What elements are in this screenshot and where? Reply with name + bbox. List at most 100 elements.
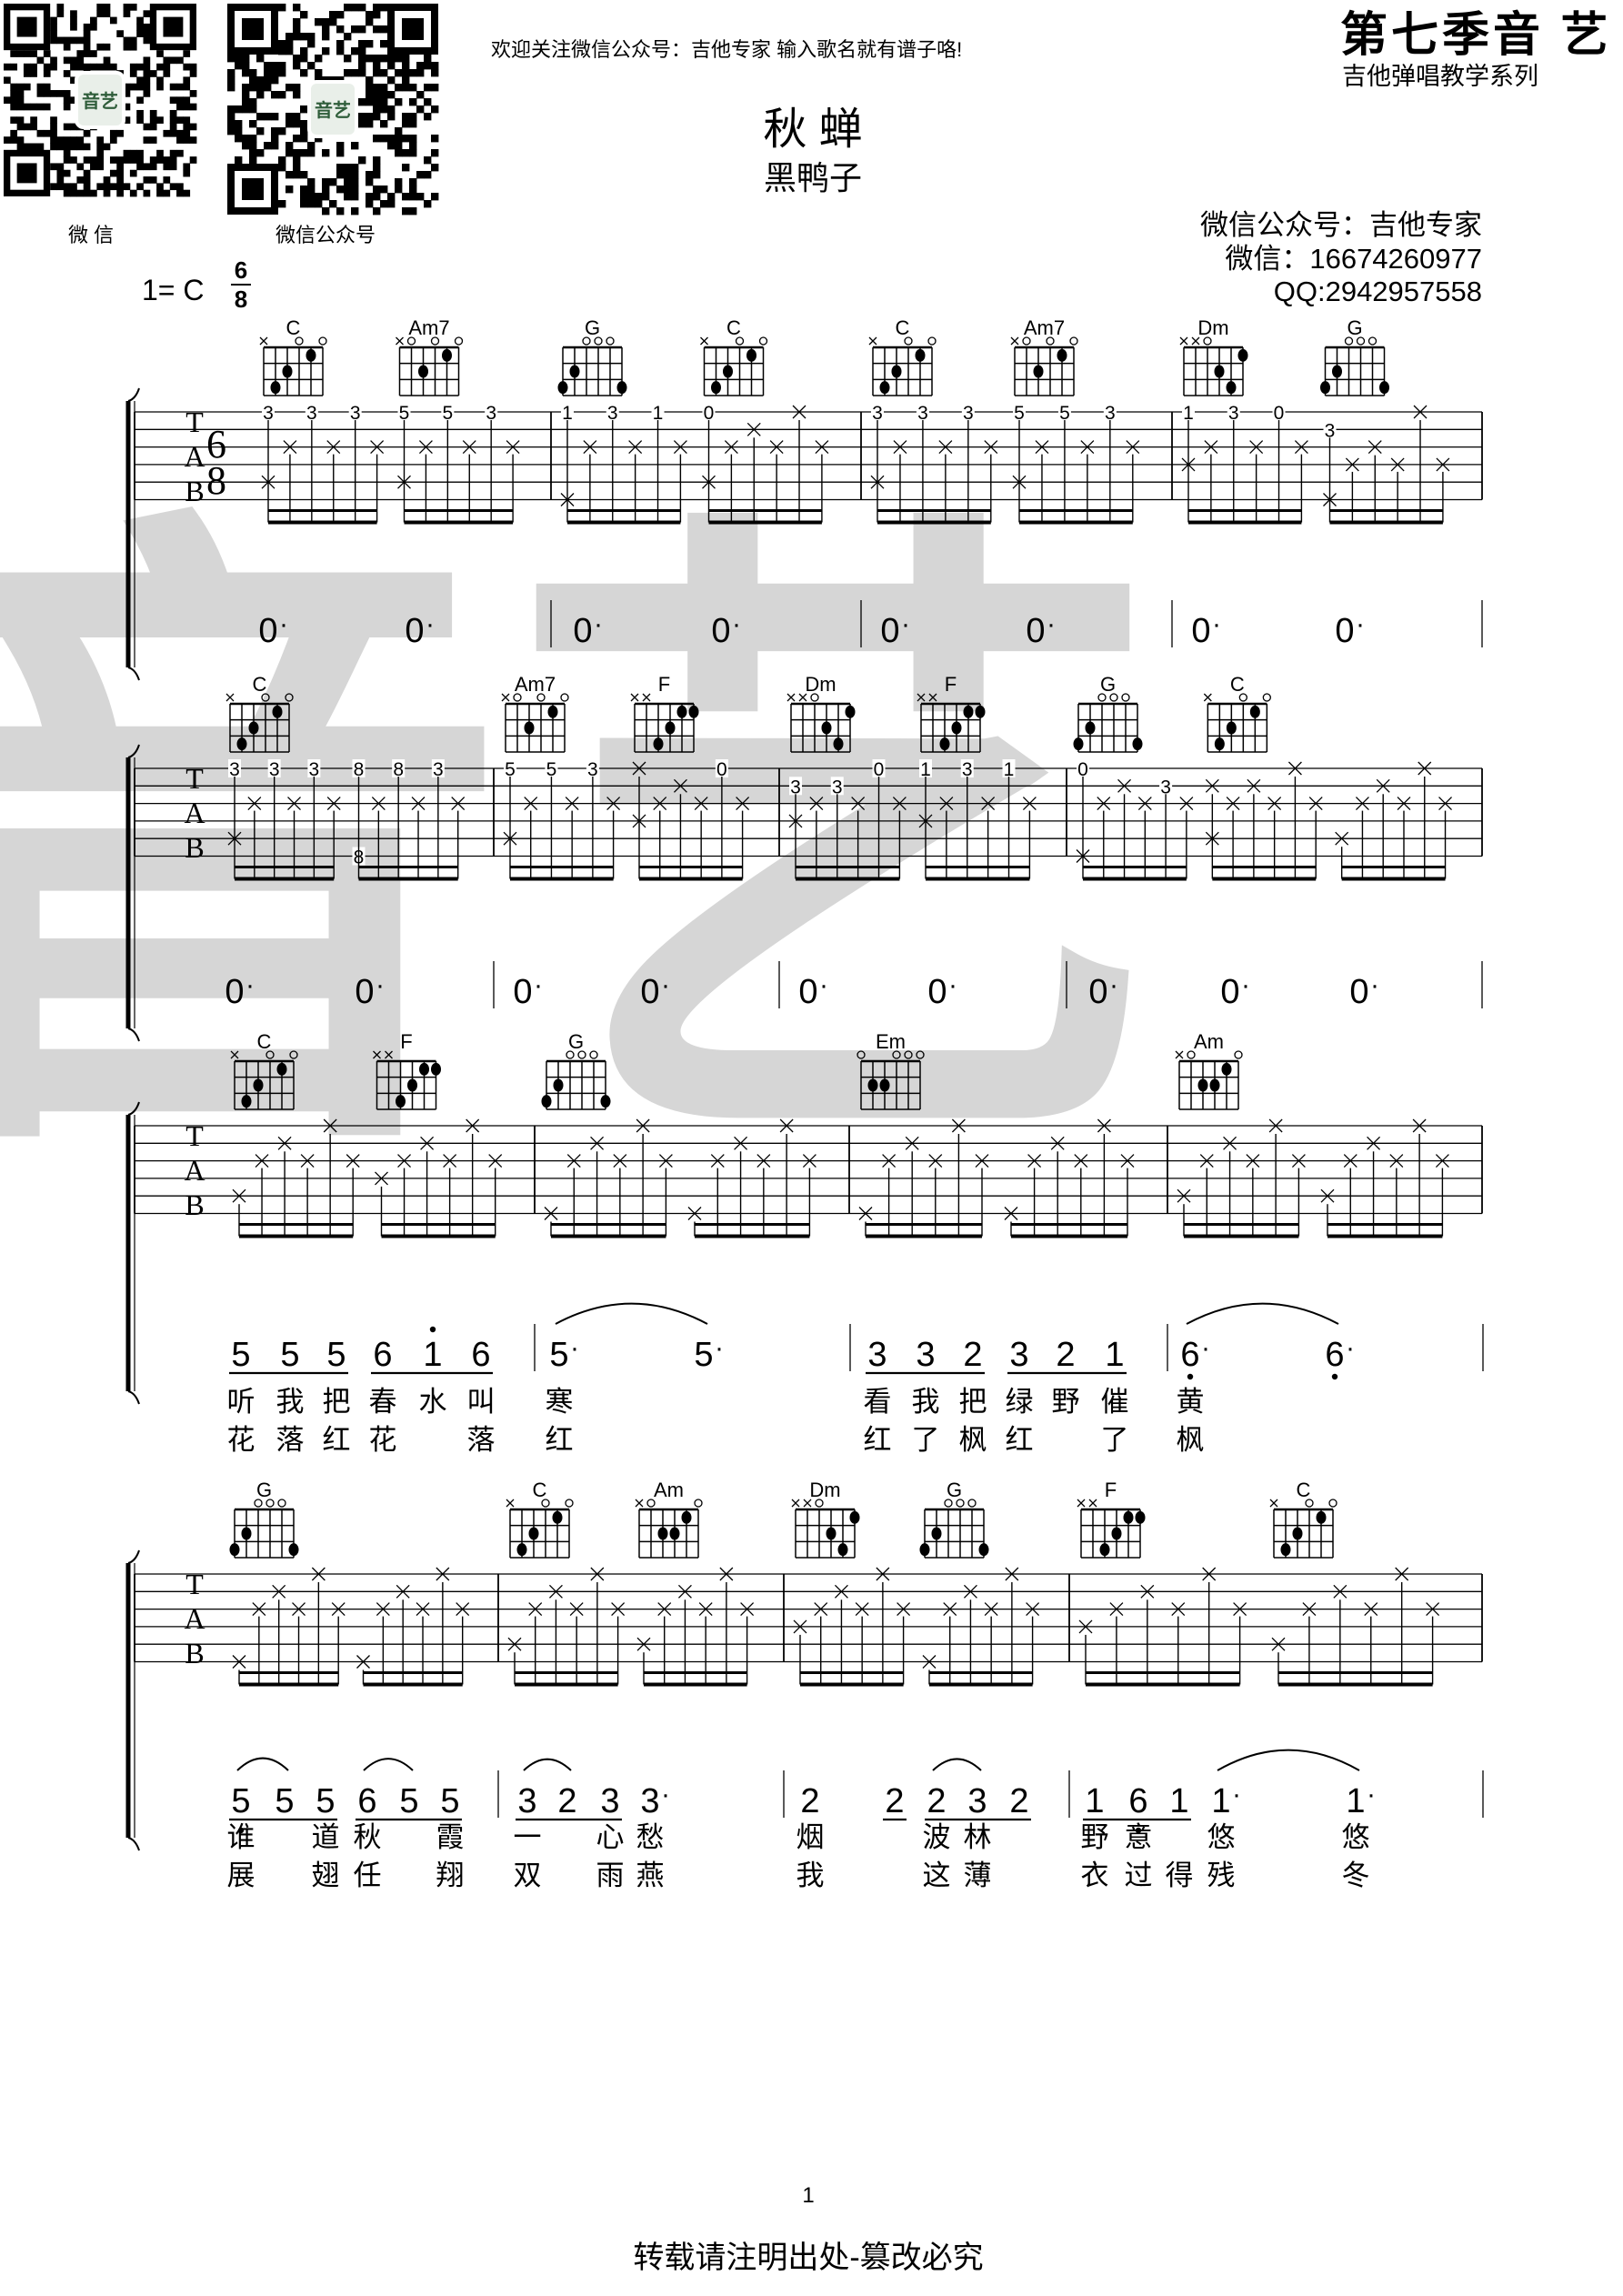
fret-number-bg [352, 759, 366, 777]
strum-x-mark [1267, 797, 1282, 811]
qr-module [156, 83, 164, 91]
qr-module [264, 142, 272, 150]
strum-x-mark [1249, 440, 1264, 455]
octave-dot-low [1331, 1373, 1338, 1380]
qr-module [249, 98, 257, 106]
chord-diagram-f: F [373, 1030, 441, 1110]
beat-group: G3 [1320, 316, 1450, 525]
qr-module [322, 149, 330, 157]
qr-module [149, 70, 157, 77]
qr-module [70, 136, 77, 144]
qr-module [143, 56, 151, 65]
qr-module [431, 84, 439, 92]
qr-module [56, 4, 65, 11]
numbered-note: 6 [471, 1336, 490, 1374]
qr-module [90, 16, 97, 25]
qr-module [249, 84, 257, 92]
finger-dot [951, 721, 962, 735]
strum-x-mark [1368, 440, 1382, 455]
qr-module [373, 171, 381, 179]
qr-module [300, 33, 308, 41]
lyric-char: 把 [323, 1386, 351, 1418]
open-string-icon [1109, 693, 1118, 702]
numbered-note: 1 [1085, 1782, 1104, 1820]
qr-module [50, 30, 57, 37]
qr-module [278, 47, 286, 55]
qr-module [83, 189, 91, 197]
strum-x-mark [346, 1154, 360, 1168]
qr-module [103, 63, 111, 71]
chord-name: C [286, 316, 301, 339]
finger-dot [1226, 381, 1237, 395]
muted-string-icon [635, 1499, 644, 1508]
tab-time-top: 6 [206, 422, 226, 466]
qr-module [286, 171, 294, 179]
qr-module [395, 127, 403, 135]
lyric-char: 春 [369, 1386, 397, 1418]
lyric-char: 霞 [436, 1821, 465, 1853]
finger-dot [1214, 365, 1225, 378]
duration-dot: · [1201, 1333, 1210, 1363]
chord-name: F [945, 673, 957, 696]
chord-diagram-g: G [541, 1030, 611, 1110]
numbered-note: 0 [1220, 973, 1239, 1011]
finger-dot [306, 348, 316, 362]
finger-dot [845, 705, 856, 718]
muted-string-icon [928, 693, 937, 702]
qr-module [116, 169, 124, 177]
strum-x-mark [1438, 797, 1452, 811]
muted-string-icon [259, 336, 268, 346]
qr-module [366, 55, 374, 63]
qr-module [256, 127, 265, 135]
fret-number: 3 [832, 777, 843, 797]
muted-string-icon [803, 1499, 812, 1508]
finger-dot [821, 721, 832, 735]
chord-name: G [947, 1479, 962, 1501]
qr-module [10, 103, 18, 111]
chord-name: F [1105, 1479, 1117, 1501]
fret-number: 3 [607, 403, 618, 424]
qr-module [70, 23, 77, 31]
qr-module [300, 127, 308, 135]
qr-module [278, 200, 286, 208]
finger-dot [1221, 1062, 1232, 1076]
qr-module [183, 136, 191, 144]
qr-module [336, 185, 345, 194]
qr-module [129, 4, 137, 11]
qr-module [366, 40, 374, 48]
strum-x-mark [1271, 1637, 1286, 1651]
fret-number: 3 [486, 403, 496, 424]
qr-module [344, 4, 352, 12]
duration-dot: · [279, 609, 288, 639]
qr-module [189, 136, 197, 144]
qr-module [129, 189, 137, 197]
fret-number: 0 [1077, 759, 1088, 780]
qr-module [387, 91, 396, 99]
qr-module [242, 69, 250, 77]
strum-x-mark [951, 1118, 966, 1133]
qr-module [56, 183, 65, 191]
strum-x-mark [938, 440, 953, 455]
qr-finder-center [402, 18, 424, 40]
lyric-char: 心 [596, 1821, 625, 1853]
strum-x-mark [277, 1136, 292, 1150]
qr-module [402, 207, 410, 216]
muted-string-icon [791, 1499, 800, 1508]
finger-dot [891, 365, 902, 378]
qr-module [56, 143, 65, 151]
muted-string-icon [373, 1050, 381, 1059]
strum-x-mark [590, 1567, 605, 1581]
strum-x-mark [292, 1602, 306, 1617]
qr-module [143, 90, 151, 97]
open-string-icon [735, 336, 745, 346]
numbered-note: 5 [399, 1782, 418, 1820]
qr-finder [227, 164, 278, 215]
qr-module [395, 142, 403, 150]
brand-subtitle: 吉他弹唱教学系列 [1342, 63, 1538, 90]
qr-module [271, 76, 279, 85]
qr-module [76, 143, 85, 151]
qr-module [189, 90, 197, 97]
slur [236, 1757, 289, 1771]
